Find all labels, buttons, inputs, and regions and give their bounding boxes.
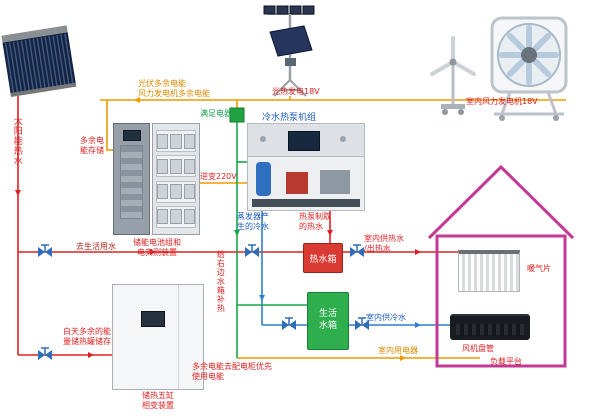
bench-heat-exchanger [320, 170, 350, 194]
phase-change-seam [178, 285, 179, 389]
valve-icon [244, 244, 260, 258]
pv-tracker [263, 5, 315, 97]
fan-coil-grill [456, 324, 524, 335]
junction-box [229, 107, 245, 123]
radiator [458, 250, 520, 292]
battery-shelf [156, 180, 196, 203]
valve-icon [37, 244, 53, 258]
label-surplus-store: 多余电 能存储 [80, 136, 104, 156]
label-to-domestic-water: 去生活用水 [76, 242, 116, 251]
label-heat-right-tank: 给右边水箱补热 [216, 250, 226, 313]
bench-blue-tank [256, 162, 271, 196]
label-chiller-heat-pump: 冷水热泵机组 [262, 113, 317, 123]
label-meet-appliances: 满足电器 [200, 109, 232, 118]
bench-gauge [340, 136, 346, 142]
label-battery-cabinet: 储能电池组和 电实测装置 [133, 238, 181, 258]
battery-cabinet [113, 123, 150, 235]
label-evaporator-cold: 蒸发器产 生的冷水 [237, 212, 269, 232]
fan-coil-unit [450, 314, 530, 340]
phase-change-screen [141, 311, 165, 327]
bench-body [248, 157, 364, 209]
label-indoor-hot-supply: 室内供热水 /出热水 [364, 234, 404, 254]
wind-turbine [430, 36, 476, 115]
domestic-water-tank: 生活水箱 [307, 292, 349, 350]
label-phase-change-device: 储热五缸 相变装置 [142, 391, 174, 411]
valve-icon [37, 347, 53, 361]
solar-collector [1, 25, 77, 97]
heat-pump-bench [247, 123, 365, 211]
battery-shelf [156, 130, 196, 153]
axial-fan-rig [490, 16, 568, 121]
hot-water-tank: 热水箱 [303, 243, 343, 273]
label-pv-wind-surplus: 光伏多余电能 风力发电机多余电能 [138, 79, 210, 99]
label-indoor-wind-generator: 室内风力发电机18V [466, 97, 538, 106]
bench-shelf [252, 199, 360, 207]
house-outline [427, 164, 575, 368]
label-radiator: 暖气片 [527, 264, 551, 273]
bench-compressor [286, 172, 308, 194]
phase-change-cabinet [112, 284, 204, 390]
label-heat-pump-hot: 热泵制取 的热水 [299, 212, 331, 232]
label-inverter-220v: 逆变220V [200, 172, 237, 181]
bench-screen [288, 131, 320, 151]
battery-rack [152, 123, 200, 235]
domestic-water-tank-label: 生活水箱 [318, 309, 337, 331]
hot-water-tank-label: 热水箱 [309, 254, 337, 265]
label-day-surplus-storage: 白天多余的能 量储热罐储存 [63, 327, 111, 347]
electric-lines [100, 96, 566, 359]
bench-gauge [260, 136, 266, 142]
bench-control-panel [248, 124, 364, 157]
label-surplus-to-distribution: 多余电能去配电柜优先 使用电能 [192, 362, 272, 382]
cabinet-vents [120, 145, 143, 219]
valve-icon [281, 317, 297, 331]
label-pv-generation: 光热发电18V [272, 87, 320, 96]
label-load-platform: 负载平台 [490, 357, 522, 366]
dc-lines [236, 122, 307, 358]
valve-icon [349, 244, 365, 258]
label-indoor-appliances: 室内用电器 [378, 346, 418, 355]
cabinet-screen [122, 130, 141, 141]
flow-arrows [15, 97, 421, 361]
battery-shelf [156, 155, 196, 178]
label-indoor-cold-supply: 室内供冷水 [366, 313, 406, 322]
label-solar-hot-water: 太阳能热水 [11, 116, 22, 166]
label-fan-coil: 风机盘管 [462, 344, 494, 353]
battery-shelf [156, 205, 196, 228]
